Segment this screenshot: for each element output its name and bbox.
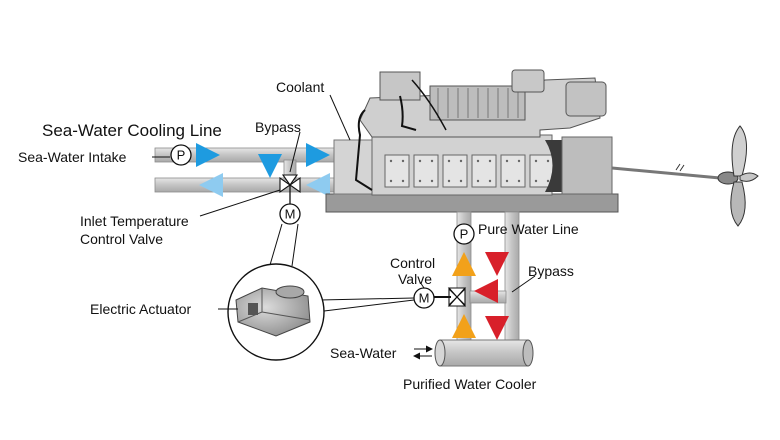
motor-symbol-bottom: M: [419, 291, 430, 306]
motor-icon: [279, 203, 301, 225]
pure-water-line-label: Pure Water Line: [478, 221, 579, 237]
pump-symbol: P: [177, 148, 186, 163]
propeller-shaft: [611, 163, 721, 180]
control-valve-label-line1: Control: [390, 255, 435, 271]
inlet-temperature-control-valve-icon: M: [279, 174, 301, 225]
electric-actuator-label: Electric Actuator: [90, 301, 191, 317]
sea-water-intake-label: Sea-Water Intake: [18, 149, 127, 165]
labels: Sea-Water Cooling Line Sea-Water Intake …: [18, 79, 579, 392]
purified-water-cooler-label: Purified Water Cooler: [403, 376, 537, 392]
sea-water-label: Sea-Water: [330, 345, 397, 361]
pump-symbol-pure: P: [460, 227, 469, 242]
purified-water-cooler-icon: [413, 339, 534, 367]
pure-water-pump-icon: P: [453, 223, 475, 245]
control-valve-icon: M: [413, 287, 467, 309]
motor-symbol-top: M: [285, 207, 296, 222]
coolant-label: Coolant: [276, 79, 324, 95]
sea-water-pump-icon: P: [170, 144, 192, 166]
diagram-title: Sea-Water Cooling Line: [42, 121, 222, 140]
engine-illustration: [325, 69, 619, 213]
bypass-top-label: Bypass: [255, 119, 301, 135]
electric-actuator-image: [235, 285, 311, 337]
bypass-bottom-label: Bypass: [528, 263, 574, 279]
inlet-temperature-label-line2: Control Valve: [80, 231, 163, 247]
propeller-icon: [717, 125, 759, 227]
pure-water-flow-arrows: [452, 252, 509, 340]
sea-water-flow-arrows: [196, 143, 330, 197]
control-valve-label-line2: Valve: [398, 271, 432, 287]
inlet-temperature-label-line1: Inlet Temperature: [80, 213, 189, 229]
leader-lines: [152, 94, 536, 310]
electric-actuator-callout: [227, 223, 415, 361]
